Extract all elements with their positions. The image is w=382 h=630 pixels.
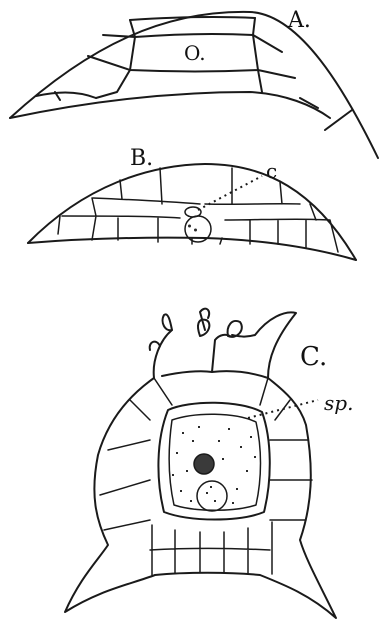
panel-a-cell-label: O.	[184, 41, 206, 65]
panel-b-outer-curve	[28, 164, 356, 260]
panel-c-label: C.	[300, 342, 327, 372]
panel-b-pointer-label: c	[266, 159, 277, 183]
panel-a-top-wall	[130, 17, 255, 20]
panel-c-pointer-line	[248, 400, 318, 418]
panel-a-left-wedge	[36, 93, 96, 99]
panel-c-pointer-label: sp.	[324, 391, 353, 415]
panel-a: A. O.	[10, 8, 378, 158]
panel-c-dark-nucleus	[194, 454, 214, 474]
panel-a-label: A.	[287, 8, 311, 33]
panel-c-inner-wall	[169, 414, 260, 510]
panel-c-tip-hairs	[150, 309, 242, 350]
panel-c: C. sp.	[65, 309, 353, 618]
panel-b: B. c	[28, 146, 356, 260]
panel-c-daughter-cell	[197, 481, 227, 511]
panel-b-nucleus-dots	[188, 225, 197, 232]
panel-b-label: B.	[130, 146, 153, 171]
panel-c-neck-walls	[162, 335, 268, 378]
panel-c-jacket-cells	[100, 378, 312, 575]
